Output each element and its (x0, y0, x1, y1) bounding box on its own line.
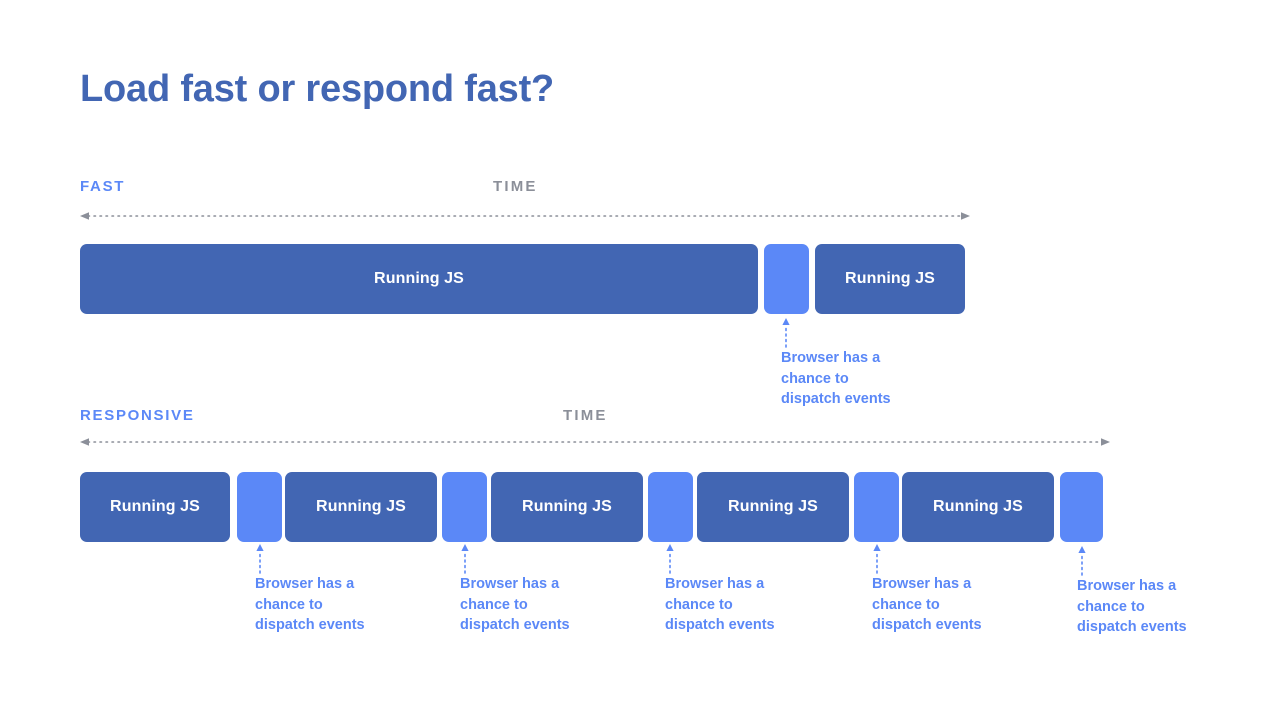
running-js-block[interactable]: Running JS (80, 244, 758, 314)
running-js-block[interactable]: Running JS (902, 472, 1054, 542)
up-arrow-dotted-icon (873, 544, 881, 574)
running-js-block[interactable]: Running JS (697, 472, 849, 542)
callout-text: Browser has a chance to dispatch events (872, 576, 982, 633)
up-arrow-dotted-icon (256, 544, 264, 574)
up-arrow-dotted-icon (461, 544, 469, 574)
callout-arrow-icon (666, 544, 674, 574)
callout-text: Browser has a chance to dispatch events (255, 576, 365, 633)
time-axis-fast (80, 211, 970, 221)
idle-gap-block[interactable] (1060, 472, 1103, 542)
double-arrow-dotted-line-icon (80, 438, 1110, 446)
time-axis-label-responsive: TIME (563, 407, 608, 424)
callout-arrow-icon (782, 318, 790, 348)
callout-text: Browser has a chance to dispatch events (460, 576, 570, 633)
double-arrow-dotted-line-icon (80, 212, 970, 220)
callout-text: Browser has a chance to dispatch events (781, 350, 891, 407)
idle-gap-block[interactable] (237, 472, 282, 542)
idle-gap-block[interactable] (648, 472, 693, 542)
page-title: Load fast or respond fast? (80, 68, 555, 110)
callout-text: Browser has a chance to dispatch events (1077, 578, 1187, 635)
idle-gap-block[interactable] (442, 472, 487, 542)
idle-gap-block[interactable] (854, 472, 899, 542)
running-js-block[interactable]: Running JS (80, 472, 230, 542)
time-axis-label-fast: TIME (493, 178, 538, 195)
row-label-responsive: RESPONSIVE (80, 407, 195, 424)
idle-gap-block[interactable] (764, 244, 809, 314)
callout-text: Browser has a chance to dispatch events (665, 576, 775, 633)
up-arrow-dotted-icon (666, 544, 674, 574)
row-label-fast: FAST (80, 178, 126, 195)
running-js-block[interactable]: Running JS (491, 472, 643, 542)
callout-arrow-icon (461, 544, 469, 574)
up-arrow-dotted-icon (782, 318, 790, 348)
callout-arrow-icon (256, 544, 264, 574)
up-arrow-dotted-icon (1078, 546, 1086, 576)
time-axis-responsive (80, 437, 1110, 447)
callout-arrow-icon (1078, 546, 1086, 576)
callout-arrow-icon (873, 544, 881, 574)
running-js-block[interactable]: Running JS (285, 472, 437, 542)
running-js-block[interactable]: Running JS (815, 244, 965, 314)
